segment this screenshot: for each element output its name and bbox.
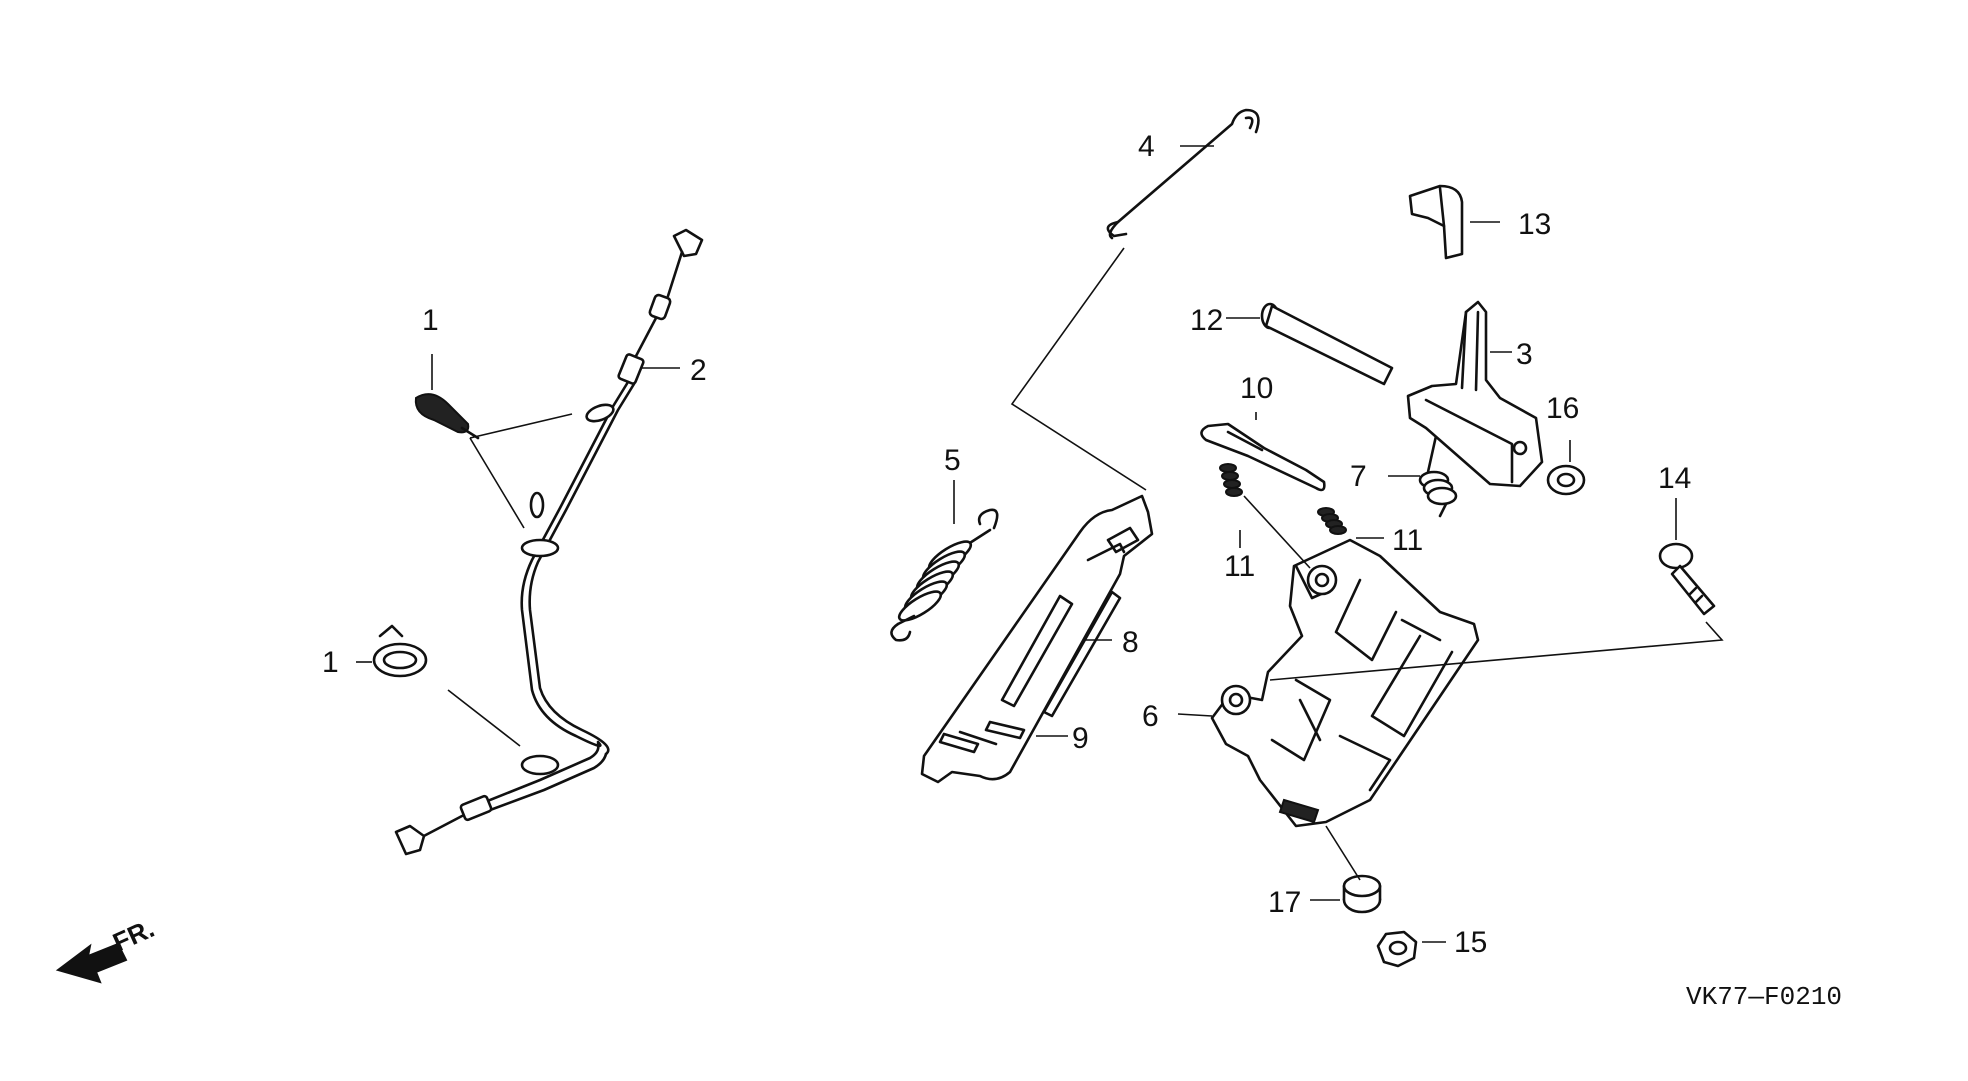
label-part-7: 7 — [1350, 460, 1367, 493]
pivot-pin[interactable] — [1260, 302, 1394, 386]
label-part-4: 4 — [1138, 130, 1155, 163]
control-lever-bracket[interactable] — [1406, 300, 1544, 488]
throttle-cable[interactable] — [394, 228, 704, 856]
washer[interactable] — [1546, 464, 1586, 496]
label-part-16: 16 — [1546, 392, 1579, 425]
label-part-6: 6 — [1142, 700, 1159, 733]
retaining-clip[interactable] — [1408, 184, 1464, 260]
governor-arm[interactable] — [1200, 422, 1326, 492]
torsion-spring[interactable] — [1418, 434, 1458, 518]
label-part-1-upper: 1 — [422, 304, 439, 337]
label-part-2: 2 — [690, 354, 707, 387]
small-spring-right[interactable] — [1317, 507, 1347, 535]
label-part-14: 14 — [1658, 462, 1691, 495]
label-part-13: 13 — [1518, 208, 1551, 241]
label-part-15: 15 — [1454, 926, 1487, 959]
callout-leaders — [356, 145, 1677, 943]
cable-clamp-lower[interactable] — [372, 624, 428, 678]
label-part-1-lower: 1 — [322, 646, 339, 679]
governor-plate[interactable] — [920, 494, 1154, 784]
label-part-8: 8 — [1122, 626, 1139, 659]
label-part-17: 17 — [1268, 886, 1301, 919]
figure-code: VK77—F0210 — [1686, 982, 1842, 1012]
label-part-10: 10 — [1240, 372, 1273, 405]
front-direction-arrow: FR. — [55, 913, 159, 984]
control-base[interactable] — [1210, 538, 1480, 828]
spring[interactable] — [890, 508, 999, 642]
cable-clamp-upper[interactable] — [414, 393, 480, 440]
label-part-5: 5 — [944, 444, 961, 477]
arrow-icon — [55, 942, 128, 984]
label-part-11-right: 11 — [1392, 524, 1423, 557]
bolt[interactable] — [1658, 542, 1716, 616]
label-part-3: 3 — [1516, 338, 1533, 371]
small-spring-left[interactable] — [1219, 463, 1243, 497]
connection-lines — [447, 247, 1724, 881]
label-part-9: 9 — [1072, 722, 1089, 755]
collar[interactable] — [1342, 874, 1382, 914]
label-part-12: 12 — [1190, 304, 1223, 337]
label-part-11-left: 11 — [1224, 550, 1255, 583]
nut[interactable] — [1376, 930, 1418, 968]
governor-rod[interactable] — [1106, 108, 1260, 240]
